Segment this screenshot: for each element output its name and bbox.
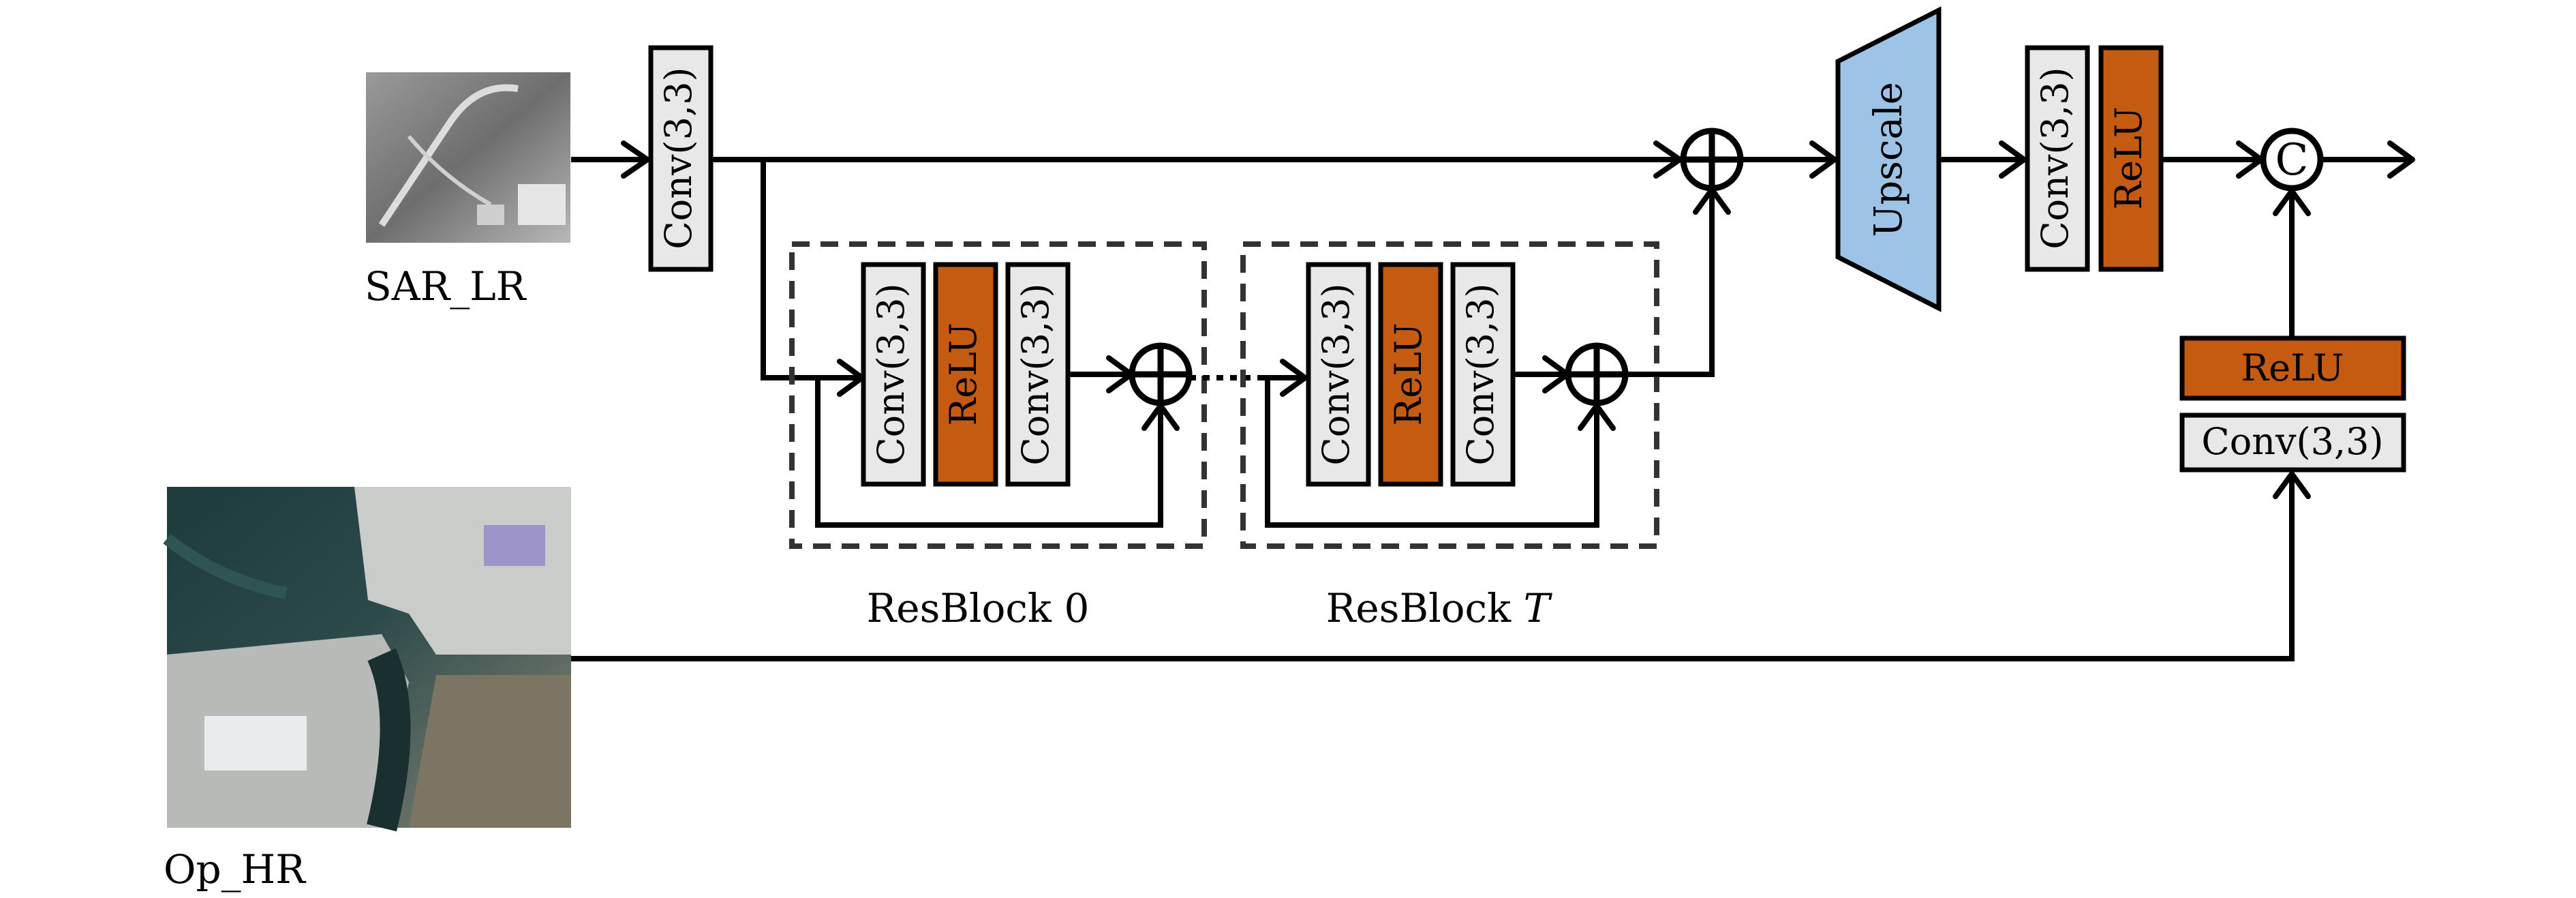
svg-text:Conv(3,3): Conv(3,3) [2034,67,2076,249]
relu-block-post-upscale: ReLU [2098,45,2164,272]
sar-label: SAR_LR [365,263,527,310]
resblockT-skip [1265,378,1599,528]
resblock0-skip [815,378,1163,528]
resblock-T-frame [1240,241,1659,549]
edge-resblocks-to-sum [1625,190,1715,377]
svg-text:Conv(3,3): Conv(3,3) [1014,283,1057,465]
svg-text:Conv(3,3): Conv(3,3) [657,67,700,249]
resblock0-conv-2: Conv(3,3) [1005,262,1071,487]
resblockT-relu: ReLU [1378,262,1443,487]
resblockT-conv-2: Conv(3,3) [1450,262,1516,487]
conv-block-optical: Conv(3,3) [2179,413,2406,473]
optical-image [163,487,571,832]
resblockT-conv-1: Conv(3,3) [1306,262,1371,487]
svg-text:C: C [2275,135,2309,185]
resblock-0-frame [789,241,1207,549]
resblock0-sum-node [1129,342,1193,406]
resblockT-sum-node [1565,342,1629,406]
conv-block-post-upscale: Conv(3,3) [2025,45,2090,272]
conv-block-input: Conv(3,3) [648,45,714,272]
svg-text:Upscale: Upscale [1867,82,1911,237]
resblock-0-label: ResBlock 0 [867,585,1090,631]
global-sum-node [1680,128,1744,192]
relu-block-optical: ReLU [2179,335,2406,401]
svg-text:Conv(3,3): Conv(3,3) [1315,283,1358,465]
svg-text:ReLU: ReLU [2107,106,2150,209]
arrow-head [621,140,650,179]
op-label: Op_HR [164,846,307,893]
edge-into-resblock0 [761,160,862,380]
svg-text:ReLU: ReLU [1387,323,1430,425]
svg-text:ReLU: ReLU [2241,346,2344,389]
resblock-T-label: ResBlock T [1326,585,1553,631]
edge-optical-branch [571,474,2295,661]
svg-text:ReLU: ReLU [942,323,985,425]
upscale-block: Upscale [1835,6,1942,312]
sar-image [366,72,570,243]
resblock0-relu: ReLU [933,262,998,487]
concat-node: C [2260,128,2324,192]
resblock0-conv-1: Conv(3,3) [861,262,926,487]
svg-text:Conv(3,3): Conv(3,3) [1459,283,1502,465]
svg-text:Conv(3,3): Conv(3,3) [2201,420,2383,463]
svg-text:Conv(3,3): Conv(3,3) [870,283,913,465]
